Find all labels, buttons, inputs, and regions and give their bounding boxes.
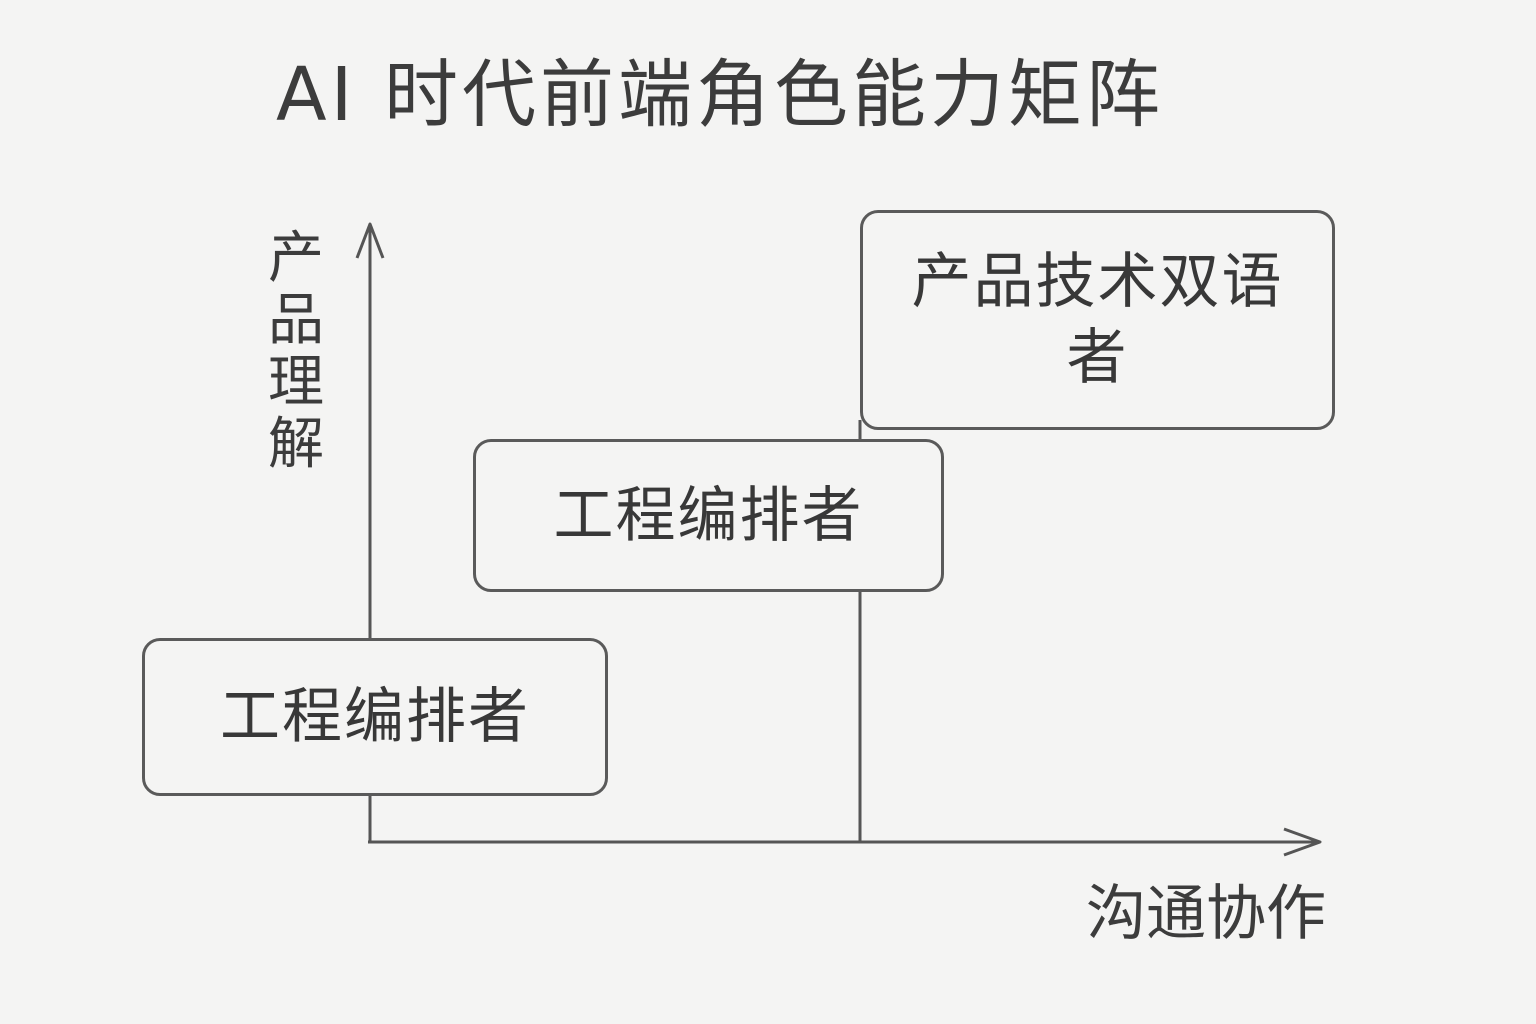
role-box-mid: 工程编排者	[473, 439, 944, 592]
role-label-high: 产品技术双语者	[911, 247, 1284, 393]
y-axis-arrowhead	[355, 222, 385, 259]
x-axis-label: 沟通协作	[1086, 879, 1326, 949]
y-axis-label: 产品理解	[268, 226, 324, 477]
x-axis-arrowhead	[1283, 827, 1322, 857]
role-label-low: 工程编排者	[220, 682, 530, 752]
role-label-mid: 工程编排者	[553, 480, 864, 551]
role-box-low: 工程编排者	[142, 638, 608, 796]
diagram-title: AI 时代前端角色能力矩阵	[276, 52, 1164, 138]
role-box-high: 产品技术双语者	[860, 210, 1335, 430]
